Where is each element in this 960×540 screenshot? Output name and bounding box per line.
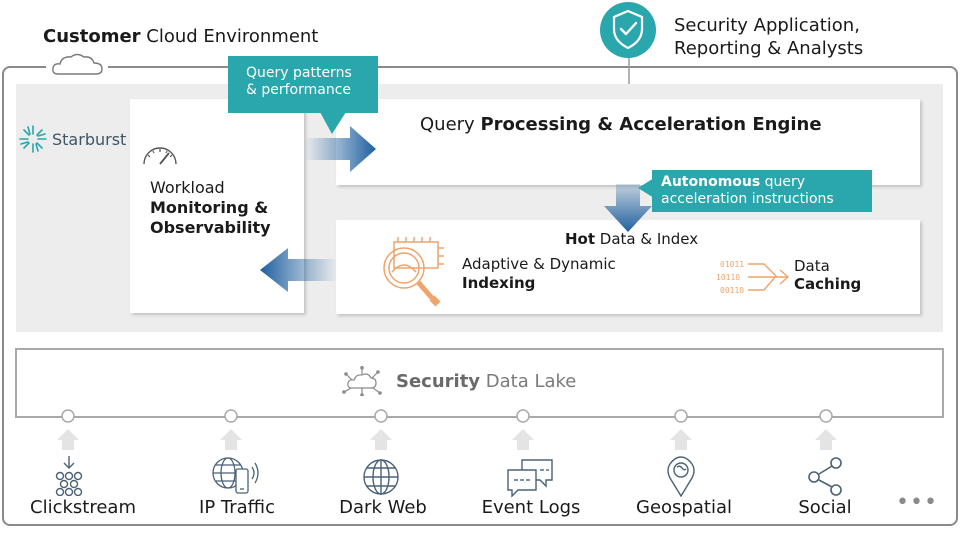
globe-icon <box>363 459 399 495</box>
right-arrow-to-engine <box>304 126 376 172</box>
more-sources-ellipsis: ••• <box>896 490 938 515</box>
customer-environment-frame <box>2 66 958 526</box>
left-arrow-to-workload <box>260 248 338 292</box>
svg-text:00110: 00110 <box>720 286 744 295</box>
cloud-network-icon <box>342 366 382 396</box>
security-application-label: Security Application, Reporting & Analys… <box>674 15 864 59</box>
source-label-social: Social <box>798 497 852 518</box>
query-patterns-callout: Query patterns & performance <box>228 56 378 113</box>
source-connectors <box>57 409 837 450</box>
source-label-geospatial: Geospatial <box>636 497 732 518</box>
starburst-icon <box>19 125 47 153</box>
clickstream-icon <box>55 456 83 496</box>
map-pin-icon <box>667 456 695 498</box>
source-label-ip-traffic: IP Traffic <box>199 497 275 518</box>
indexing-magnifier-icon <box>383 237 444 307</box>
source-label-dark-web: Dark Web <box>339 497 427 518</box>
source-label-clickstream: Clickstream <box>30 497 136 518</box>
security-data-lake-title: Security Data Lake <box>396 371 577 392</box>
chat-bubbles-icon <box>507 459 553 498</box>
callout-pointer <box>320 112 346 134</box>
down-arrow-to-hot-data <box>604 184 652 232</box>
data-caching-icon: 01011 10110 00110 <box>716 260 790 295</box>
autonomous-query-callout: Autonomous query acceleration instructio… <box>652 170 872 212</box>
workload-label: Workload Monitoring & Observability <box>150 178 271 237</box>
security-data-lake-box <box>15 348 944 418</box>
starburst-logo: Starburst <box>18 124 126 154</box>
cloud-icon <box>52 53 103 75</box>
hot-data-title: Hot Data & Index <box>565 230 699 248</box>
query-processing-title: Query Processing & Acceleration Engine <box>420 114 822 135</box>
ip-traffic-icon <box>212 457 259 494</box>
caching-label: Data Caching <box>794 257 862 293</box>
svg-text:10110: 10110 <box>716 273 740 282</box>
indexing-label: Adaptive & Dynamic Indexing <box>462 255 616 292</box>
shield-icon <box>600 2 656 58</box>
source-label-event-logs: Event Logs <box>481 497 581 518</box>
customer-environment-title: Customer Cloud Environment <box>43 26 319 47</box>
share-icon <box>808 457 842 496</box>
speedometer-icon <box>143 147 177 165</box>
callout-pointer <box>638 178 654 198</box>
svg-text:01011: 01011 <box>720 260 744 269</box>
